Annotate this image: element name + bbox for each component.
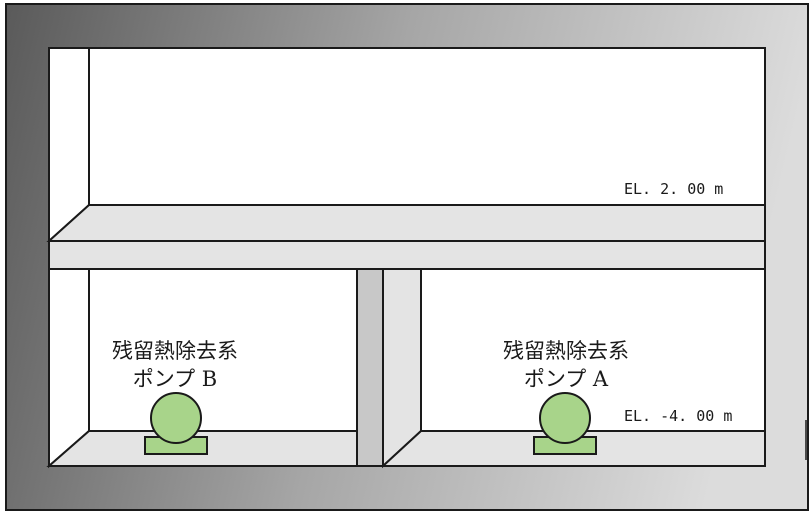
lower-elevation-label: EL. -4. 00 m (624, 407, 733, 425)
slab-top-face (46, 204, 766, 242)
pump-a-name-label: 残留熱除去系 (503, 339, 629, 363)
slab-front-face (48, 240, 766, 270)
pump-a-body (539, 392, 591, 444)
upper-elevation-label: EL. 2. 00 m (624, 180, 724, 198)
pump-a (533, 392, 597, 455)
pump-b-sub-label: ポンプ B (132, 367, 218, 391)
pump-b-name-label: 残留熱除去系 (112, 339, 238, 363)
partition-wall-front (356, 268, 384, 467)
pump-b-body (150, 392, 202, 444)
pump-b (144, 392, 208, 455)
pump-a-sub-label: ポンプ A (523, 367, 609, 391)
